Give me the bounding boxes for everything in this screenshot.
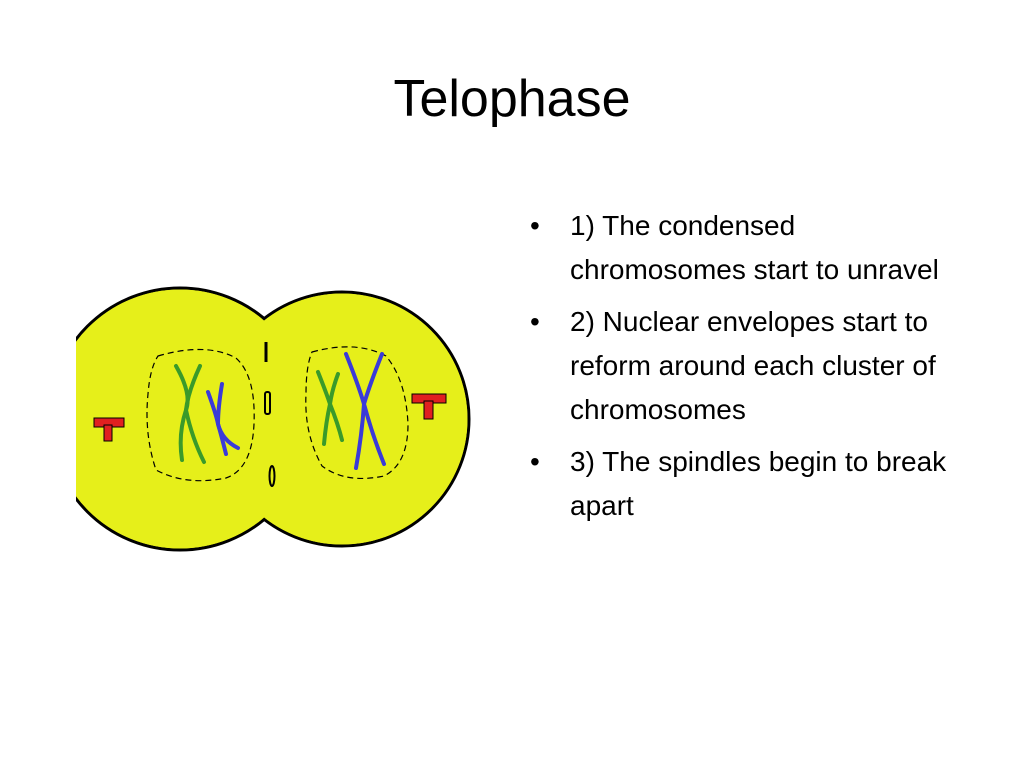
bullet-text: 2) Nuclear envelopes start to reform aro… bbox=[570, 306, 936, 425]
cell-body bbox=[76, 286, 471, 552]
bullet-marker: • bbox=[530, 306, 540, 337]
bullet-marker: • bbox=[530, 210, 540, 241]
bullet-item: • 2) Nuclear envelopes start to reform a… bbox=[530, 300, 950, 432]
bullet-item: • 3) The spindles begin to break apart bbox=[530, 440, 950, 528]
bullet-marker: • bbox=[530, 446, 540, 477]
bullet-text: 3) The spindles begin to break apart bbox=[570, 446, 947, 521]
bullet-item: • 1) The condensed chromosomes start to … bbox=[530, 204, 950, 292]
slide-title: Telophase bbox=[393, 70, 631, 128]
chromosome-right-green-2 bbox=[327, 372, 344, 442]
bullet-text: 1) The condensed chromosomes start to un… bbox=[570, 210, 939, 285]
telophase-diagram bbox=[76, 286, 471, 552]
centriole-right-icon bbox=[411, 393, 447, 420]
cleavage-furrow bbox=[264, 342, 276, 487]
chromosome-left-blue-2 bbox=[215, 382, 240, 450]
chromosome-right-blue-2 bbox=[361, 352, 386, 466]
nuclear-envelope-right bbox=[305, 346, 409, 480]
chromosomes-left bbox=[174, 364, 240, 464]
chromosomes-right bbox=[316, 352, 386, 470]
centriole-left-icon bbox=[93, 417, 125, 442]
nuclear-envelope-left bbox=[146, 348, 255, 482]
chromosome-left-green-2 bbox=[183, 364, 206, 464]
bullet-list: • 1) The condensed chromosomes start to … bbox=[530, 204, 950, 536]
